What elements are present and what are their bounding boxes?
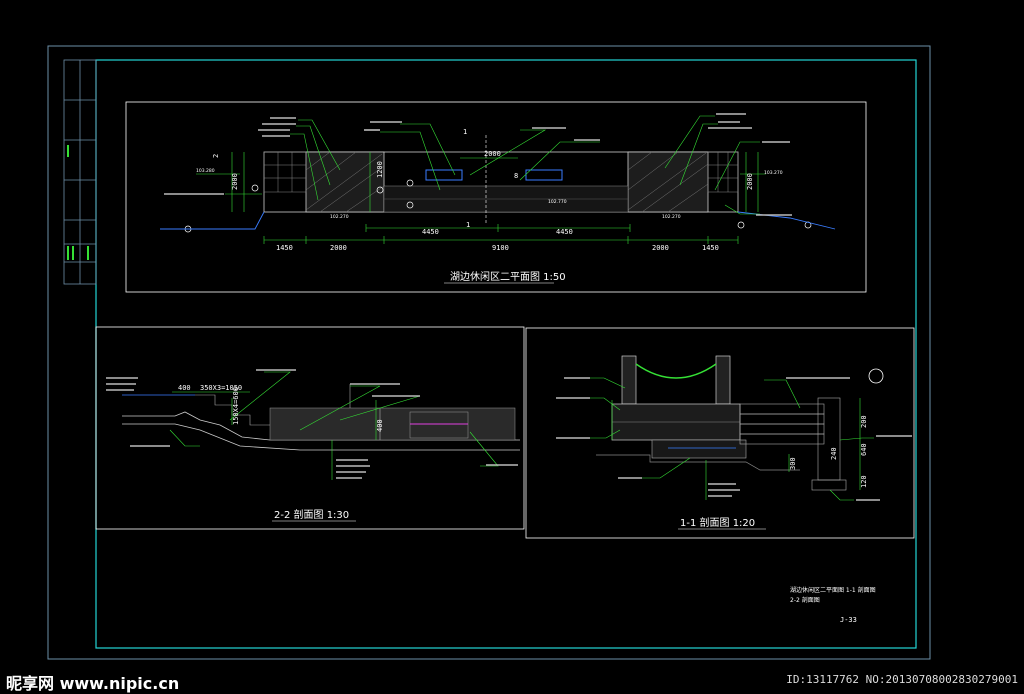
sheet-title-1: 湖边休闲区二平面图 1-1 剖面图 — [790, 586, 876, 594]
plan-elev-2: 102.270 — [662, 214, 681, 220]
section11-panel — [525, 327, 915, 539]
watermark-id: ID:13117762 NO:20130708002830279001 — [786, 673, 1018, 686]
plan-dim-2: 2000 — [330, 244, 347, 252]
s22-dim-3: 150X4=600 — [232, 387, 240, 425]
plan-vdim-1: 2 — [212, 154, 220, 158]
s11-dim-2: 240 — [830, 447, 838, 460]
left-title-strip — [63, 59, 97, 285]
plan-dim-6: 4450 — [422, 228, 439, 236]
plan-elev-3: 102.770 — [548, 199, 567, 205]
plan-vdim-2: 2000 — [231, 173, 239, 190]
watermark-site: 昵享网 www.nipic.cn — [6, 674, 180, 693]
outer-frame — [47, 45, 931, 660]
plan-elev-4: 103.280 — [196, 168, 215, 174]
sheet-number: J-33 — [840, 616, 857, 624]
plan-dim-mid: 8 — [514, 172, 518, 180]
plan-vdim-4: 2000 — [746, 173, 754, 190]
plan-panel — [125, 101, 867, 293]
s22-dim-1: 400 — [178, 384, 191, 392]
watermark-bar: 昵享网 www.nipic.cn ID:13117762 NO:20130708… — [0, 669, 1024, 693]
plan-dim-3: 9100 — [492, 244, 509, 252]
s11-dim-5: 120 — [860, 475, 868, 488]
plan-elev-5: 103.270 — [764, 170, 783, 176]
s22-dim-4: 400 — [376, 419, 384, 432]
s11-dim-1: 200 — [860, 415, 868, 428]
section-mark-bottom: 1 — [466, 221, 470, 229]
section11-drawing: 200 240 640 300 120 1-1 剖面图 1:20 — [556, 355, 912, 530]
section11-title: 1-1 剖面图 1:20 — [680, 516, 755, 529]
s11-dim-4: 300 — [789, 457, 797, 470]
section22-title: 2-2 剖面图 1:30 — [274, 508, 349, 521]
plan-drawing: 1 1 — [160, 113, 836, 284]
sheet-title-2: 2-2 剖面图 — [790, 596, 820, 604]
left-strip-marks — [67, 145, 89, 260]
plan-dim-1: 1450 — [276, 244, 293, 252]
section-mark-top: 1 — [463, 128, 467, 136]
plan-dim-4: 2000 — [652, 244, 669, 252]
plan-dim-top: 2000 — [484, 150, 501, 158]
plan-elev-1: 102.270 — [330, 214, 349, 220]
s22-dim-2: 350X3=1050 — [200, 384, 242, 392]
plan-title: 湖边休闲区二平面图 1:50 — [450, 270, 566, 283]
inner-frame — [95, 59, 917, 649]
plan-vdim-3: 1200 — [376, 161, 384, 178]
s11-dim-3: 640 — [860, 443, 868, 456]
plan-dim-7: 4450 — [556, 228, 573, 236]
section22-panel — [95, 326, 525, 530]
section22-drawing: 400 350X3=1050 150X4=600 400 2-2 剖面图 1:3… — [106, 369, 520, 522]
plan-dim-5: 1450 — [702, 244, 719, 252]
